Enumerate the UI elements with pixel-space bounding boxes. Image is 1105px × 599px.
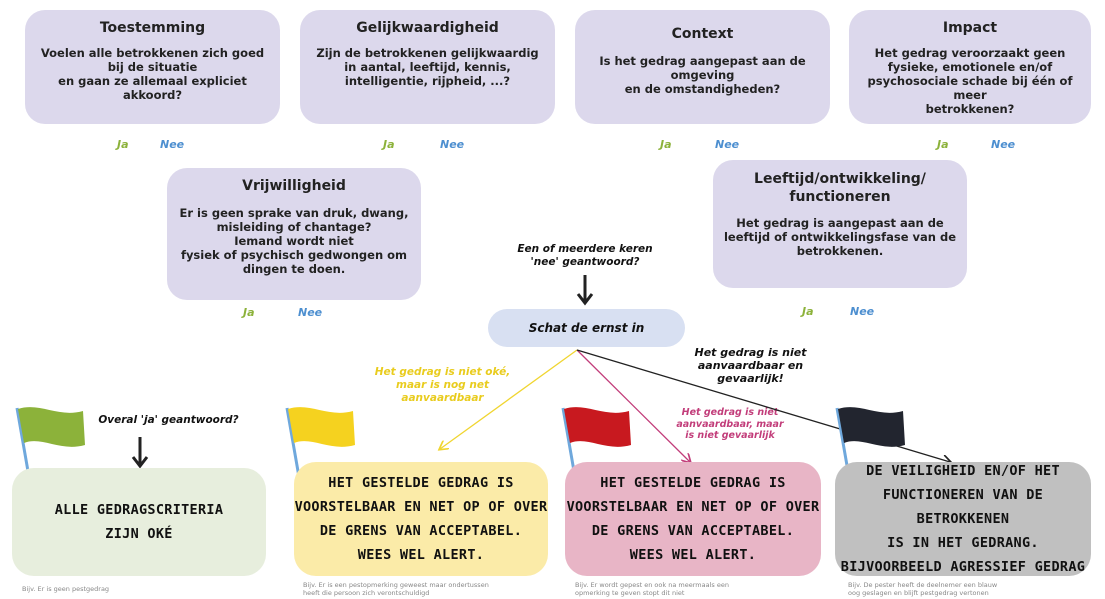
branch-label-red: Het gedrag is niet aanvaardbaar, maar is… — [676, 407, 784, 441]
criterion-title: Vrijwilligheid — [242, 178, 346, 194]
answer-yes: Ja — [937, 138, 949, 151]
example-black: Bijv. De pester heeft de deelnemer een b… — [848, 581, 998, 597]
branch-line-red — [576, 349, 690, 462]
example-green: Bijv. Er is geen pestgedrag — [22, 585, 110, 593]
criterion-card-leeftijd: Leeftijd/ontwikkeling/ functioneren Het … — [713, 160, 967, 288]
question-all-yes: Overal 'ja' geantwoord? — [98, 414, 239, 426]
answer-no: Nee — [991, 138, 1016, 151]
criterion-question: Het gedrag is aangepast aan de leeftijd … — [723, 216, 957, 258]
example-yellow: Bijv. Er is een pestopmerking geweest ma… — [303, 581, 489, 597]
criterion-card-gelijkwaardigheid: Gelijkwaardigheid Zijn de betrokkenen ge… — [300, 10, 555, 124]
criterion-card-impact: Impact Het gedrag veroorzaakt geen fysie… — [849, 10, 1091, 124]
branch-label-yellow: Het gedrag is niet oké, maar is nog net … — [374, 366, 511, 404]
criterion-title: Context — [671, 26, 734, 42]
outcome-yellow: HET GESTELDE GEDRAG IS VOORSTELBAAR EN N… — [294, 462, 548, 576]
answer-yes: Ja — [243, 306, 255, 319]
question-no-answered: Een of meerdere keren 'nee' geantwoord? — [517, 243, 653, 268]
answer-yes: Ja — [383, 138, 395, 151]
outcome-black: DE VEILIGHEID EN/OF HET FUNCTIONEREN VAN… — [835, 462, 1091, 576]
arrow-down-to-assess — [576, 275, 594, 306]
outcome-green: ALLE GEDRAGSCRITERIA ZIJN OKÉ — [12, 468, 266, 576]
example-red: Bijv. Er wordt gepest en ook na meermaal… — [575, 581, 729, 597]
criterion-question: Het gedrag veroorzaakt geen fysieke, emo… — [867, 46, 1073, 116]
criterion-question: Is het gedrag aangepast aan de omgeving … — [599, 54, 806, 96]
criterion-title: Gelijkwaardigheid — [356, 20, 499, 36]
criterion-card-vrijwilligheid: Vrijwilligheid Er is geen sprake van dru… — [167, 168, 421, 300]
answer-yes: Ja — [802, 305, 814, 318]
criterion-title: Impact — [942, 20, 998, 36]
criterion-card-toestemming: Toestemming Voelen alle betrokkenen zich… — [25, 10, 280, 124]
branch-label-black: Het gedrag is niet aanvaardbaar en gevaa… — [694, 346, 807, 385]
answer-no: Nee — [440, 138, 465, 151]
criterion-question: Voelen alle betrokkenen zich goed bij de… — [40, 46, 265, 102]
branch-line-yellow — [440, 349, 578, 449]
criterion-title: Leeftijd/ontwikkeling/ functioneren — [754, 171, 926, 205]
criterion-question: Zijn de betrokkenen gelijkwaardig in aan… — [316, 46, 539, 88]
criterion-question: Er is geen sprake van druk, dwang, misle… — [179, 206, 409, 276]
outcome-red: HET GESTELDE GEDRAG IS VOORSTELBAAR EN N… — [565, 462, 821, 576]
arrow-down-to-ok — [131, 437, 149, 469]
answer-yes: Ja — [117, 138, 129, 151]
answer-no: Nee — [298, 306, 323, 319]
answer-yes: Ja — [660, 138, 672, 151]
answer-no: Nee — [715, 138, 740, 151]
criterion-card-context: Context Is het gedrag aangepast aan de o… — [575, 10, 830, 124]
assess-severity-node: Schat de ernst in — [488, 309, 685, 347]
answer-no: Nee — [160, 138, 185, 151]
criterion-title: Toestemming — [99, 20, 206, 36]
answer-no: Nee — [850, 305, 875, 318]
